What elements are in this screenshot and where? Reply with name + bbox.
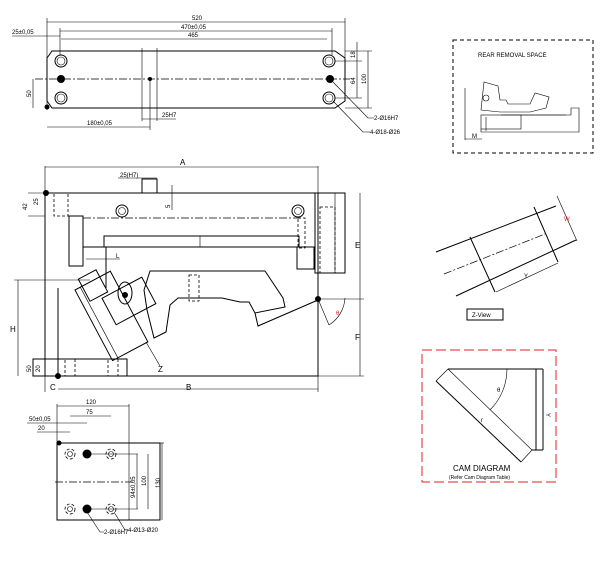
dim-25: 25±0,05 — [12, 30, 34, 36]
dim-465: 465 — [188, 33, 199, 39]
dim-50-base: 50±0,05 — [29, 417, 51, 423]
callout-bolt-base: 4-Ø13-Ø20 — [128, 528, 159, 534]
dim-50: 50 — [27, 90, 33, 97]
dim-120: 120 — [86, 400, 97, 406]
pin-icon — [122, 292, 128, 298]
dim-L: L — [116, 254, 120, 260]
dim-18: 18 — [351, 51, 357, 58]
bolt-hole-icon — [322, 91, 336, 105]
slot-oval — [117, 281, 133, 305]
callout-dowel-base: 2-Ø16H7 — [104, 530, 129, 536]
key-slot — [141, 178, 158, 194]
dim-20-base: 20 — [38, 426, 45, 432]
dim-F: F — [355, 333, 360, 342]
bolt-hole-icon — [54, 91, 68, 105]
cam-diagram-panel: θ r Y CAM DIAGRAM (Refer Cam Diagram Tab… — [421, 349, 557, 483]
bolt-hole-icon — [64, 503, 76, 515]
callout-bolt: 4-Ø18-Ø26 — [370, 130, 401, 136]
dim-C: C — [50, 383, 56, 392]
bolt-hole-icon — [54, 54, 68, 68]
center-dot-icon — [148, 77, 152, 81]
dim-520: 520 — [192, 16, 203, 22]
top-view: 520 470±0,05 465 25±0,05 180±0,05 25H7 5… — [12, 16, 401, 136]
dowel-icon — [82, 449, 92, 459]
dim-25h7: 25H7 — [162, 113, 177, 119]
z-view-w-label: W — [564, 217, 570, 223]
z-view-label-box — [466, 308, 504, 321]
z-view-y-label: Y — [524, 274, 528, 280]
bolt-hole-icon — [322, 54, 336, 68]
dim-180: 180±0,05 — [87, 121, 113, 127]
base-plate-outline — [56, 442, 161, 521]
cam-diagram-title: CAM DIAGRAM — [453, 464, 511, 473]
cam-diagram-subtitle: (Refer Cam Diagram Table) — [449, 475, 510, 481]
dim-100: 100 — [362, 73, 368, 84]
bolt-hole-icon — [64, 448, 76, 460]
base-view: 120 75 50±0,05 20 94±0,05 100 130 2-Ø16H… — [27, 400, 164, 536]
base-block — [32, 358, 128, 377]
cam-theta-label: θ — [497, 388, 501, 394]
cam-y-label: Y — [544, 413, 550, 417]
top-plate-outline — [46, 50, 346, 109]
dim-75: 75 — [86, 410, 93, 416]
cam-r-label: r — [481, 418, 483, 424]
dowel-icon — [57, 75, 65, 83]
rear-removal-panel: REAR REMOVAL SPACE M — [452, 39, 594, 154]
rotated-clamp-unit — [74, 269, 157, 362]
dim-20-front: 20 — [36, 365, 42, 372]
callout-dowel: 2-Ø16H7 — [374, 116, 399, 122]
dim-64: 64 — [351, 77, 357, 84]
dowel-icon — [82, 504, 92, 514]
datum-icon — [56, 440, 62, 446]
dim-25-front: 25 — [34, 198, 40, 205]
dim-130: 130 — [156, 477, 162, 488]
dim-H: H — [10, 325, 16, 334]
bolt-hole-icon — [291, 204, 305, 218]
cam-diagram-box — [421, 349, 557, 483]
dim-470: 470±0,05 — [181, 25, 207, 31]
dim-A: A — [180, 158, 186, 167]
datum-icon — [43, 190, 49, 196]
rear-removal-title: REAR REMOVAL SPACE — [478, 53, 547, 59]
front-view: A B C 25(H7) 5 42 25 L θ — [10, 158, 364, 392]
bolt-hole-icon — [115, 204, 129, 218]
dim-B: B — [186, 383, 191, 392]
dim-50-front: 50 — [27, 365, 33, 372]
z-view-title: Z-View — [472, 313, 491, 319]
dim-E: E — [355, 241, 360, 250]
rear-removal-box — [452, 39, 594, 154]
leader-line — [332, 100, 370, 133]
dim-M: M — [472, 134, 477, 140]
dim-42: 42 — [23, 203, 29, 210]
dim-100-base: 100 — [142, 475, 148, 486]
z-view: W Y Z-View — [435, 195, 578, 321]
datum-icon — [55, 373, 61, 379]
dowel-icon — [326, 75, 334, 83]
cam-body — [143, 270, 286, 339]
z-marker: Z — [158, 365, 163, 374]
dim-25h7-front: 25(H7) — [120, 173, 138, 179]
dim-94: 94±0,05 — [131, 476, 137, 498]
angle-theta: θ — [336, 311, 340, 317]
cam-arm — [254, 299, 319, 327]
dim-5: 5 — [166, 204, 172, 208]
leader-line — [332, 81, 374, 119]
